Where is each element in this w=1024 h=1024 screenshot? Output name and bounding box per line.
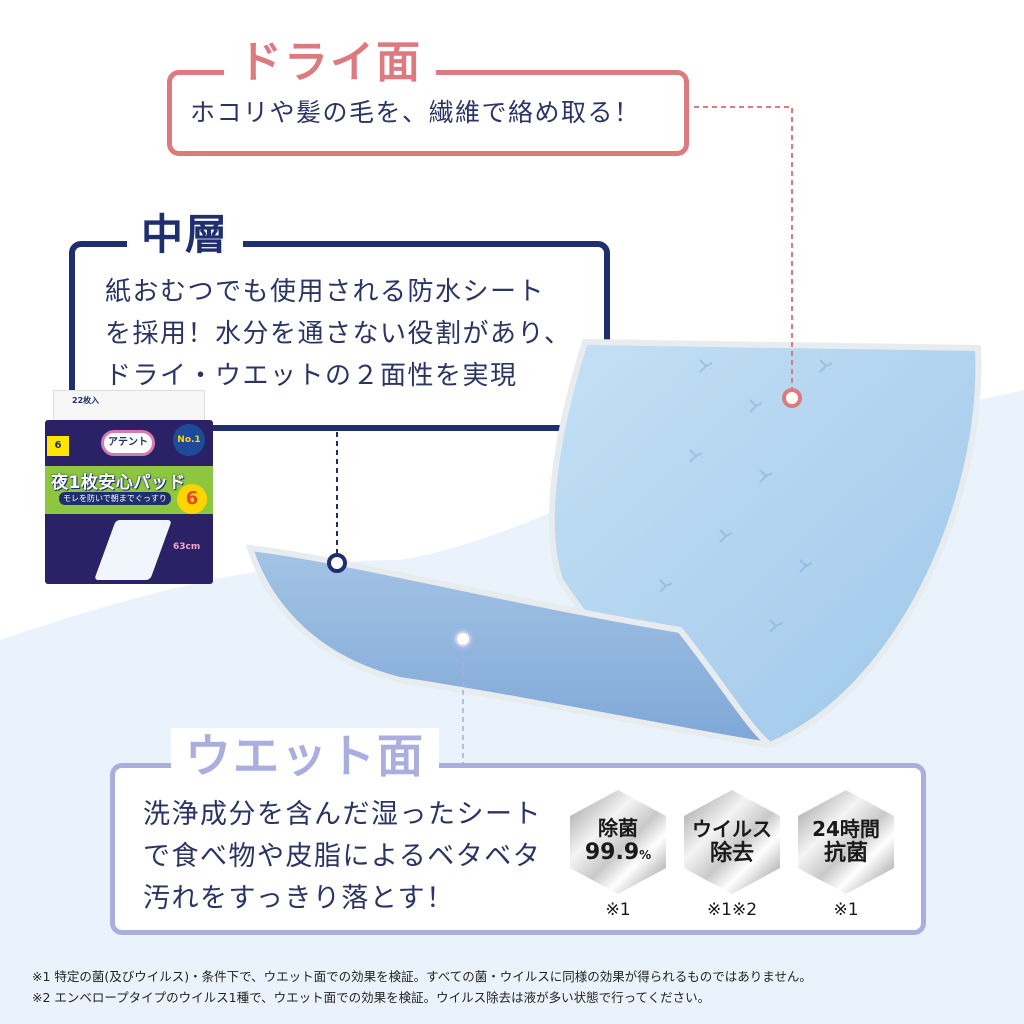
badge-footnote-ref: ※1 [605,900,631,920]
badge-sterilization: 除菌 99.9% ※1 [570,790,666,920]
footnote-2: ※2 エンベロープタイプのウイルス1種で、ウエット面での効果を検証。ウイルス除去… [32,990,711,1005]
dry-surface-heading: ドライ面 [224,35,436,91]
badge-24h-antibacterial: 24時間 抗菌 ※1 [798,790,894,920]
package-count-top: 22枚入 [72,396,100,405]
product-tagline: モレを防いで朝までぐっすり [59,492,171,505]
dry-surface-description: ホコリや髪の毛を、繊維で絡め取る！ [190,98,641,127]
dry-surface-callout: ドライ面 ホコリや髪の毛を、繊維で絡め取る！ [167,35,689,156]
dry-surface-marker [782,388,802,408]
absorb-level-tag: 6 [47,436,69,456]
middle-layer-marker [327,553,347,573]
badge-virus-removal: ウイルス 除去 ※1※2 [684,790,780,920]
package-body: 6 アテント No.1 夜1枚安心パッド モレを防いで朝までぐっすり 6 63c… [45,420,213,584]
wet-surface-heading: ウエット面 [171,728,439,784]
wet-surface-callout: ウエット面 洗浄成分を含んだ湿ったシート で食べ物や皮脂によるベタベタ 汚れをす… [110,728,926,935]
badge-footnote-ref: ※1 [833,900,859,920]
hexagon-badge-icon: 除菌 99.9% [570,790,666,894]
middle-layer-description: 紙おむつでも使用される防水シート を採用！水分を通さない役割があり、 ドライ・ウ… [105,277,572,391]
hexagon-badge-icon: 24時間 抗菌 [798,790,894,894]
product-name: 夜1枚安心パッド [51,473,186,493]
middle-layer-heading: 中層 [127,207,244,263]
pad-length: 63cm [173,542,201,552]
badge-footnote-ref: ※1※2 [706,900,758,920]
absorb-badge: 6 [177,484,207,514]
product-package: 22枚入 6 アテント No.1 夜1枚安心パッド モレを防いで朝までぐっすり … [45,388,213,584]
wet-surface-description: 洗浄成分を含んだ湿ったシート で食べ物や皮脂によるベタベタ 汚れをすっきり落とす… [143,799,542,914]
brand-logo: アテント [101,430,155,456]
wet-surface-marker [455,631,471,647]
hexagon-badge-icon: ウイルス 除去 [684,790,780,894]
pad-image [94,520,172,580]
feature-badges: 除菌 99.9% ※1 ウイルス 除去 ※1※2 24時間 抗菌 ※1 [570,790,894,920]
rank-badge: No.1 [173,424,205,456]
footnote-1: ※1 特定の菌(及びウイルス)・条件下で、ウエット面での効果を検証。すべての菌・… [32,969,812,984]
footnotes: ※1 特定の菌(及びウイルス)・条件下で、ウエット面での効果を検証。すべての菌・… [32,966,812,1008]
